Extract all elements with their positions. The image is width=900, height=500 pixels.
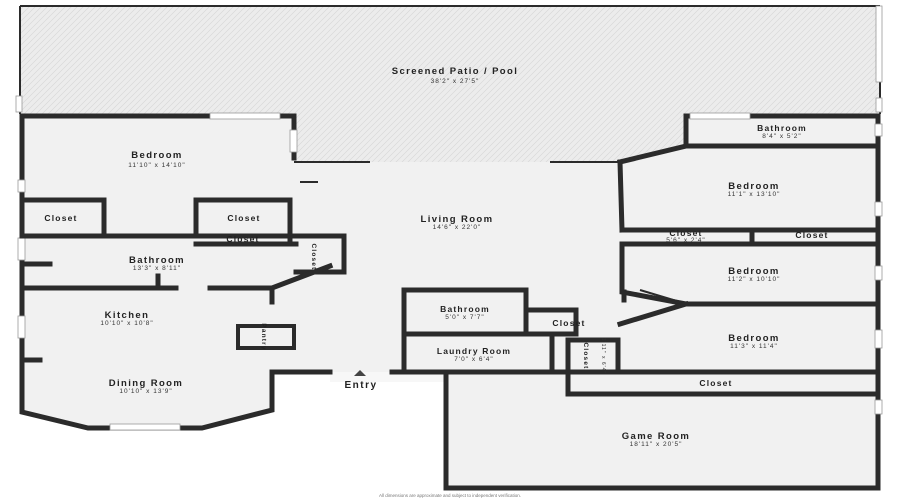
room-dimensions: 11'2" x 10'10" bbox=[728, 276, 781, 283]
room-name: Closet bbox=[44, 213, 77, 223]
room-dimensions: 11'1" x 13'10" bbox=[728, 191, 781, 198]
room-name: Closet bbox=[552, 318, 585, 328]
room-name: Closet bbox=[310, 243, 317, 270]
room-name: Bathroom bbox=[440, 304, 490, 314]
room-closet-8[interactable]: Closet bbox=[795, 230, 828, 240]
room-bedroom-4[interactable]: Bedroom 11'3" x 11'4" bbox=[728, 333, 780, 350]
room-closet-3[interactable]: Closet bbox=[226, 234, 259, 244]
room-name: Bedroom bbox=[728, 266, 780, 277]
room-name: Kitchen bbox=[105, 310, 150, 321]
room-dimensions: 10'10" x 10'8" bbox=[100, 320, 153, 327]
room-name: Pantry bbox=[260, 323, 267, 350]
room-name: Closet bbox=[227, 213, 260, 223]
room-dimensions: 5'0" x 7'7" bbox=[445, 314, 484, 321]
room-name: Closet bbox=[226, 234, 259, 244]
room-name: Screened Patio / Pool bbox=[392, 66, 519, 77]
room-name: Living Room bbox=[421, 214, 494, 225]
room-name: Closet bbox=[795, 230, 828, 240]
room-bathroom-3[interactable]: Bathroom 8'4" x 5'2" bbox=[757, 123, 807, 140]
room-bedroom-2[interactable]: Bedroom 11'1" x 13'10" bbox=[728, 181, 781, 198]
room-bedroom-3[interactable]: Bedroom 11'2" x 10'10" bbox=[728, 266, 781, 283]
room-name: Game Room bbox=[622, 431, 691, 442]
entry-label: Entry bbox=[344, 380, 377, 391]
entry-marker[interactable]: Entry bbox=[344, 370, 377, 391]
room-closet-2[interactable]: Closet bbox=[227, 213, 260, 223]
room-name: Closet bbox=[582, 342, 589, 369]
room-dimensions: 5'6" x 2'4" bbox=[666, 237, 705, 244]
room-name: Bedroom bbox=[728, 333, 780, 344]
room-dimensions: 13'3" x 8'11" bbox=[133, 265, 181, 272]
room-name: Closet bbox=[669, 228, 702, 238]
room-closet-4[interactable]: Closet bbox=[310, 243, 317, 270]
room-name: Bedroom bbox=[728, 181, 780, 192]
room-dimensions: 10'10" x 13'9" bbox=[119, 388, 172, 395]
room-game-room[interactable]: Game Room 18'11" x 20'5" bbox=[622, 431, 691, 448]
room-closet-9[interactable]: Closet bbox=[699, 378, 732, 388]
room-kitchen[interactable]: Kitchen 10'10" x 10'8" bbox=[100, 310, 153, 327]
room-dimensions: 8'4" x 5'2" bbox=[762, 133, 801, 140]
room-dimensions: 7'0" x 6'4" bbox=[454, 356, 493, 363]
room-closet-1[interactable]: Closet bbox=[44, 213, 77, 223]
room-bedroom-1[interactable]: Bedroom 11'10" x 14'10" bbox=[128, 150, 185, 169]
room-dimensions: 14'6" x 22'0" bbox=[433, 224, 482, 231]
room-name: Bathroom bbox=[129, 255, 185, 266]
entry-arrow-icon bbox=[354, 370, 366, 376]
room-name: Bedroom bbox=[131, 150, 183, 161]
footer-note: All dimensions are approximate and subje… bbox=[379, 493, 521, 498]
room-dimensions: 11'3" x 11'4" bbox=[730, 343, 778, 350]
room-dimensions: 18'11" x 20'5" bbox=[630, 441, 683, 448]
room-bathroom-2[interactable]: Bathroom 5'0" x 7'7" bbox=[440, 304, 490, 321]
room-name: Laundry Room bbox=[437, 346, 511, 356]
entry-walk bbox=[330, 372, 446, 382]
room-bathroom-1[interactable]: Bathroom 13'3" x 8'11" bbox=[129, 255, 185, 272]
room-name: Closet bbox=[699, 378, 732, 388]
room-laundry[interactable]: Laundry Room 7'0" x 6'4" bbox=[437, 346, 511, 363]
room-dimensions: 38'2" x 27'5" bbox=[431, 78, 480, 85]
room-closet-5[interactable]: Closet bbox=[552, 318, 585, 328]
room-living[interactable]: Living Room 14'6" x 22'0" bbox=[421, 214, 494, 231]
room-closet-7[interactable]: Closet 5'6" x 2'4" bbox=[666, 228, 705, 244]
pantry-box bbox=[236, 324, 296, 350]
room-dimensions: 1'11" x 6'4" bbox=[600, 338, 606, 374]
room-dining[interactable]: Dining Room 10'10" x 13'9" bbox=[109, 378, 184, 395]
room-dimensions: 11'10" x 14'10" bbox=[128, 162, 185, 169]
room-pantry[interactable]: Pantry bbox=[260, 323, 267, 350]
room-closet-6[interactable]: Closet 1'11" x 6'4" bbox=[582, 338, 606, 374]
room-name: Dining Room bbox=[109, 378, 184, 389]
room-screened-patio: Screened Patio / Pool 38'2" x 27'5" bbox=[392, 66, 519, 85]
room-name: Bathroom bbox=[757, 123, 807, 133]
